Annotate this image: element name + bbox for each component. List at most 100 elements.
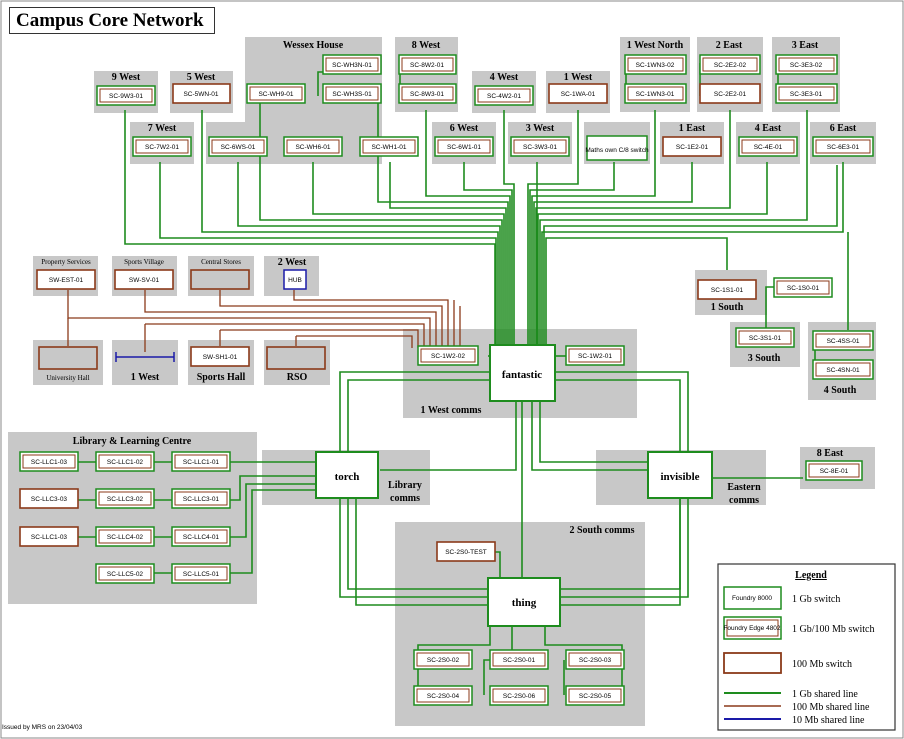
switch-wh1: SC-WH1-01 (359, 136, 419, 157)
switch-wh1-label: SC-WH1-01 (371, 144, 406, 151)
line-6east-b (543, 165, 838, 345)
switch-8w2-label: SC-8W2-01 (410, 62, 444, 69)
switch-8e: SC-8E-01 (805, 460, 863, 481)
switch-wh6-label: SC-WH6-01 (295, 144, 330, 151)
label-4-east: 4 East (755, 123, 782, 134)
switch-3e31: SC-3E3-01 (775, 83, 838, 104)
line-6east (541, 162, 844, 345)
label-3-south: 3 South (748, 353, 781, 364)
line-wh1 (389, 162, 507, 345)
line-1west (527, 110, 579, 345)
label-1-west-comms: 1 West comms (421, 405, 482, 416)
label-sports-village: Sports Village (124, 258, 164, 266)
label-3-west: 3 West (526, 123, 555, 134)
core-fantastic: fantastic (489, 344, 556, 402)
switch-2s0-03-label: SC-2S0-03 (579, 657, 612, 664)
core-torch-label: torch (335, 471, 360, 483)
switch-2s0-06-label: SC-2S0-06 (503, 693, 536, 700)
switch-1s0: SC-1S0-01 (773, 277, 833, 298)
switch-llc5-02-label: SC-LLC5-02 (107, 571, 144, 578)
switch-1w2-02-label: SC-1W2-02 (431, 353, 465, 360)
switch-sw-sv-label: SW-SV-01 (129, 277, 160, 284)
label-1-west-b: 1 West (131, 372, 160, 383)
switch-4ss-label: SC-4SS-01 (827, 338, 860, 345)
ten-mb-lines (115, 352, 175, 362)
switch-2s0-test-label: SC-2S0-TEST (445, 549, 487, 556)
line-1east (533, 162, 693, 345)
switch-6e3-label: SC-6E3-01 (827, 144, 860, 151)
line-fantastic-invisible (531, 400, 648, 471)
switch-1w2-02: SC-1W2-02 (417, 345, 479, 366)
line-1south (545, 237, 728, 345)
label-wessex-house: Wessex House (283, 40, 344, 51)
label-2-west: 2 West (278, 257, 307, 268)
line-fantastic-invisible2 (539, 400, 648, 463)
switch-1wn1: SC-1WN3-01 (624, 83, 687, 104)
line-s03 (544, 625, 623, 695)
switch-8e-label: SC-8E-01 (820, 468, 849, 475)
switch-central-stores (190, 269, 250, 290)
switch-3s1: SC-3S1-01 (735, 327, 795, 348)
switch-rso (266, 346, 326, 370)
line-2east (535, 110, 731, 345)
label-4-west: 4 West (490, 72, 519, 83)
switch-llc5-02: SC-LLC5-02 (95, 563, 155, 584)
switch-6ws-label: SC-6WS-01 (221, 144, 256, 151)
line-5west (201, 110, 499, 345)
switch-3e31-label: SC-3E3-01 (790, 91, 823, 98)
switch-4ss: SC-4SS-01 (812, 330, 874, 351)
core-thing-label: thing (512, 597, 537, 609)
switch-maths-label: Maths own C/8 switch (585, 147, 649, 154)
line-ps (67, 290, 431, 348)
switch-llc1-02-label: SC-LLC1-02 (107, 459, 144, 466)
legend-gb: 1 Gb switch (792, 594, 840, 605)
legend-100mb: 100 Mb switch (792, 659, 852, 670)
switch-6w1-label: SC-6W1-01 (447, 144, 481, 151)
core-fantastic-label: fantastic (502, 369, 542, 381)
switch-3w3-label: SC-3W3-01 (523, 144, 557, 151)
switch-2s0-02: SC-2S0-02 (413, 649, 473, 670)
legend-foundry: Foundry 8000 (732, 595, 772, 602)
label-library-comms-2: comms (390, 493, 420, 504)
switch-3e32: SC-3E3-02 (775, 54, 838, 75)
switch-8w3-label: SC-8W3-01 (410, 91, 444, 98)
label-8-east: 8 East (817, 448, 844, 459)
switch-llc1-01-label: SC-LLC1-01 (183, 459, 220, 466)
label-2-south-comms: 2 South comms (569, 525, 634, 536)
switch-5wn-label: SC-5WN-01 (183, 91, 218, 98)
switch-wh3s-label: SC-WH3S-01 (332, 91, 372, 98)
label-sports-hall: Sports Hall (197, 372, 246, 383)
switch-llc3-01: SC-LLC3-01 (171, 488, 231, 509)
label-5-west: 5 West (187, 72, 216, 83)
core-invisible-label: invisible (660, 471, 699, 483)
line-cs (219, 290, 443, 348)
switch-wh3s: SC-WH3S-01 (322, 83, 382, 104)
group-labels: Wessex House 8 West 1 West North 2 East … (41, 40, 857, 536)
switch-5wn: SC-5WN-01 (172, 83, 231, 104)
switch-1wn1-label: SC-1WN3-01 (636, 91, 675, 98)
switch-4sn: SC-4SN-01 (812, 359, 874, 380)
switch-1e2-label: SC-1E2-01 (676, 144, 709, 151)
switch-wh9-label: SC-WH9-01 (258, 91, 293, 98)
core-torch: torch (315, 451, 379, 499)
switch-hub-label: HUB (288, 277, 302, 284)
switch-2e21: SC-2E2-01 (699, 83, 761, 104)
line-4east (537, 162, 768, 345)
line-1wb (145, 323, 425, 348)
line-7west (159, 162, 497, 345)
switch-8w2: SC-8W2-01 (398, 54, 457, 75)
legend-100-swatch (723, 652, 782, 674)
label-library: Library & Learning Centre (73, 436, 192, 447)
legend-10-line-label: 10 Mb shared line (792, 715, 865, 726)
label-university-hall: University Hall (46, 374, 89, 382)
switch-sw-est: SW-EST-01 (36, 269, 96, 290)
label-8-west: 8 West (412, 40, 441, 51)
switch-2s0-05: SC-2S0-05 (565, 685, 625, 706)
switch-sw-sh1: SW-SH1-01 (190, 346, 250, 367)
label-1-west: 1 West (564, 72, 593, 83)
line-6west (463, 162, 513, 345)
switch-2s0-06: SC-2S0-06 (489, 685, 549, 706)
switch-1w2-01-label: SC-1W2-01 (578, 353, 612, 360)
label-central-stores: Central Stores (201, 258, 241, 266)
